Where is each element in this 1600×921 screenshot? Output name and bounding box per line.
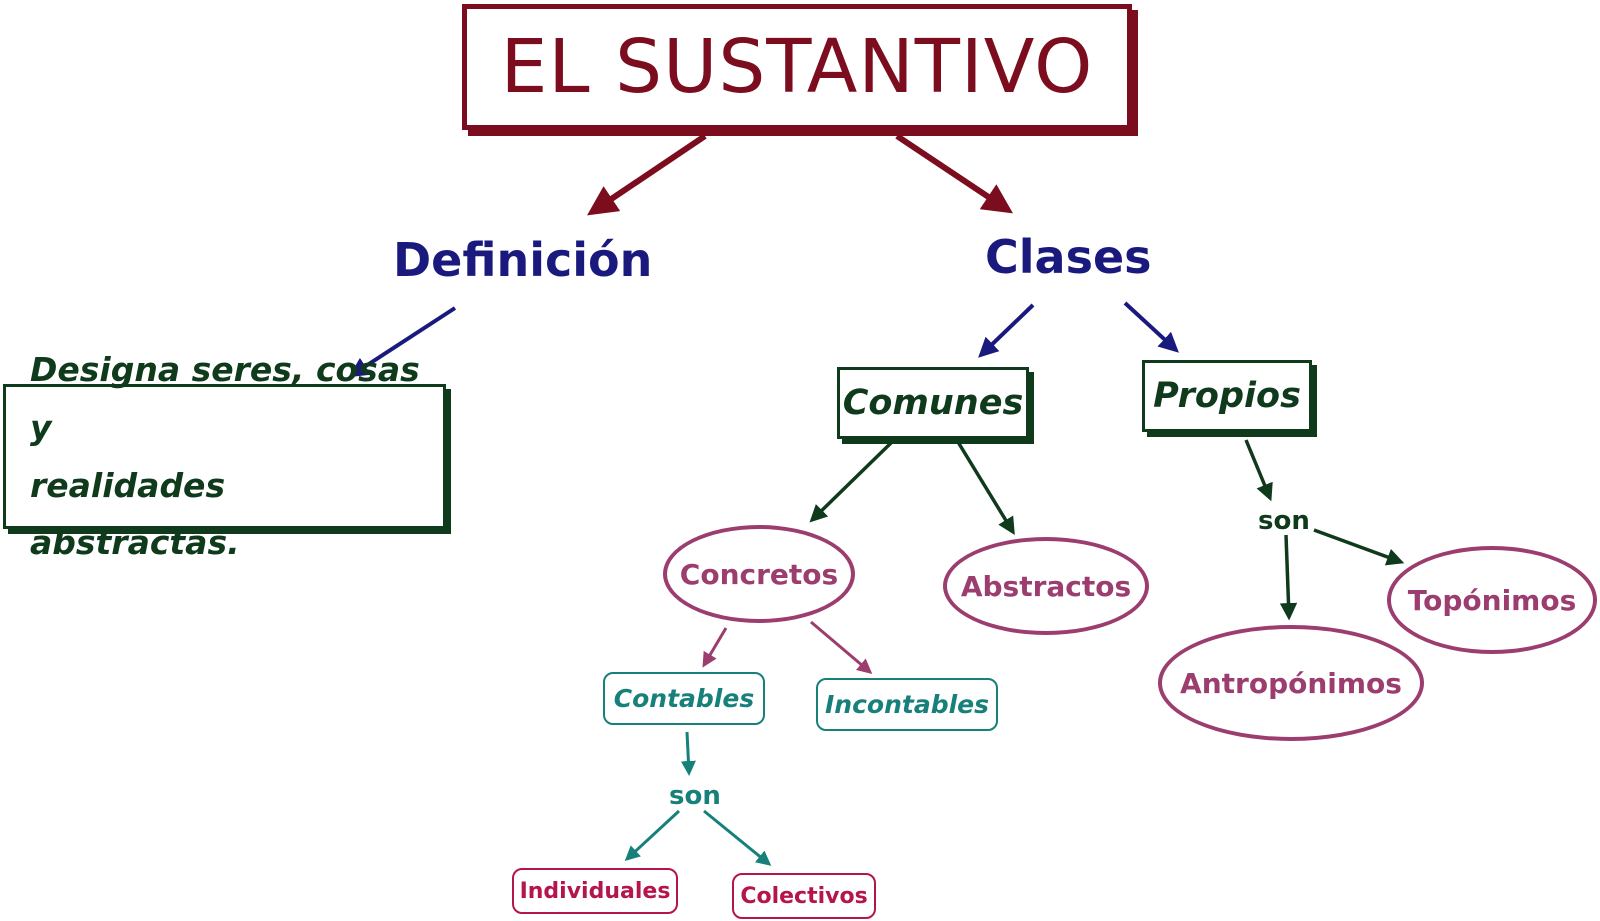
propios-box: Propios xyxy=(1142,360,1312,432)
definicion-box: Designa seres, cosas y realidades abstra… xyxy=(3,350,446,562)
arrow-concretos-contables xyxy=(702,627,728,668)
arrow-definicion-box xyxy=(348,306,457,378)
antroponimos-ellipse: Antropónimos xyxy=(1158,625,1424,741)
concretos-ellipse: Concretos xyxy=(663,525,855,623)
arrow-son-toponimos xyxy=(1313,528,1405,566)
colectivos-box: Colectivos xyxy=(732,873,876,919)
arrow-propios-son xyxy=(1244,439,1273,502)
son-connector-propios: son xyxy=(1258,506,1310,536)
arrow-concretos-incontables xyxy=(810,620,873,674)
arrow-son-individuales xyxy=(624,809,681,862)
arrow-son-colectivos xyxy=(703,809,772,866)
clases-label: Clases xyxy=(985,230,1152,284)
arrow-son-antroponimos xyxy=(1279,534,1298,621)
contables-box: Contables xyxy=(603,672,765,725)
abstractos-ellipse: Abstractos xyxy=(943,537,1149,635)
toponimos-ellipse: Topónimos xyxy=(1387,546,1597,654)
arrow-clases-comunes xyxy=(978,303,1035,358)
arrow-title-clases xyxy=(895,133,1013,214)
arrow-comunes-concretos xyxy=(809,440,894,523)
son-connector-contables: son xyxy=(669,781,721,811)
arrow-contables-son xyxy=(680,731,696,776)
arrow-title-definicion xyxy=(587,133,707,216)
arrow-clases-propios xyxy=(1123,301,1179,353)
arrow-comunes-abstractos xyxy=(956,441,1015,535)
definicion-label: Definición xyxy=(393,233,653,287)
definicion-text-line1: Designa seres, cosas y xyxy=(30,350,420,447)
individuales-box: Individuales xyxy=(512,868,678,914)
definicion-text-line2: realidades abstractas. xyxy=(30,465,240,563)
comunes-box: Comunes xyxy=(837,367,1029,439)
definicion-text: Designa seres, cosas y realidades abstra… xyxy=(30,341,443,572)
incontables-box: Incontables xyxy=(816,678,998,731)
title-text: EL SUSTANTIVO xyxy=(500,24,1094,110)
title-box: EL SUSTANTIVO xyxy=(462,4,1132,130)
